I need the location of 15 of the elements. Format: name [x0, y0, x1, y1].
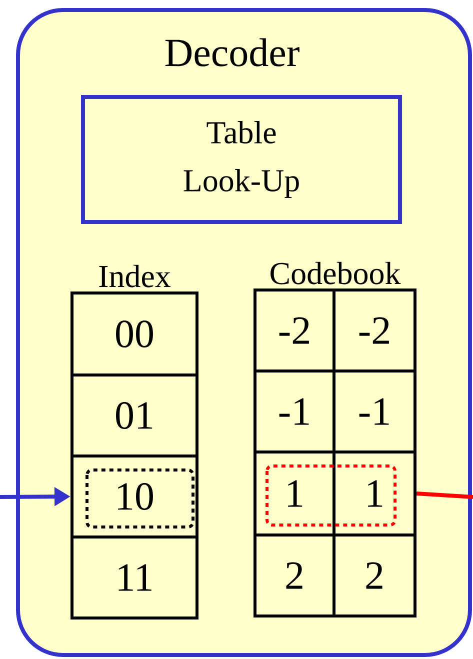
node-label: Codebook [270, 262, 401, 284]
table-cell: 00 [70, 292, 198, 376]
table-cell: 11 [70, 536, 198, 620]
table-cell: -1 [254, 370, 336, 454]
table-cell: 2 [254, 534, 336, 618]
table-cell: 1 [332, 450, 416, 536]
table-cell: -2 [332, 288, 416, 372]
table-cell: 2 [332, 534, 416, 618]
table-cell: 10 [70, 454, 198, 538]
table-cell: -1 [332, 370, 416, 454]
table-cell: 1 [254, 450, 336, 536]
table-cell: -2 [254, 288, 336, 372]
table-cell: 01 [70, 374, 198, 458]
lookup-box: Table Look-Up [81, 95, 402, 224]
node-label: Index [99, 264, 171, 288]
